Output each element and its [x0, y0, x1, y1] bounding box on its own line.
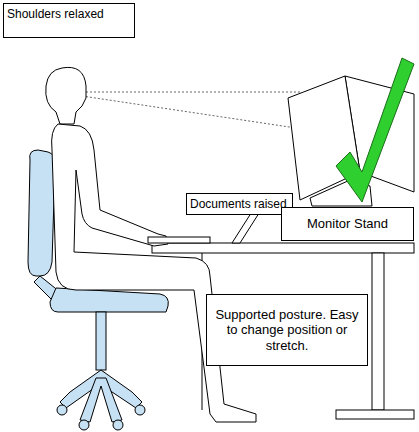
note-text: Monitor Stand: [285, 216, 410, 232]
check-mark: [336, 58, 414, 202]
note-text: Supported posture. Easy to change positi…: [213, 307, 361, 354]
note-text: Shoulders relaxed: [7, 7, 131, 21]
sight-line: [82, 96, 296, 128]
note-text: Documents raised: [190, 197, 289, 211]
note-box: Documents raised: [186, 193, 293, 215]
monitor-stand: Monitor Stand: [281, 207, 414, 241]
note-box: Shoulders relaxed: [3, 3, 135, 38]
sight-line: [82, 92, 300, 93]
note-box: Supported posture. Easy to change positi…: [206, 294, 368, 366]
seated-person: [46, 67, 256, 422]
keyboard: [148, 237, 210, 243]
